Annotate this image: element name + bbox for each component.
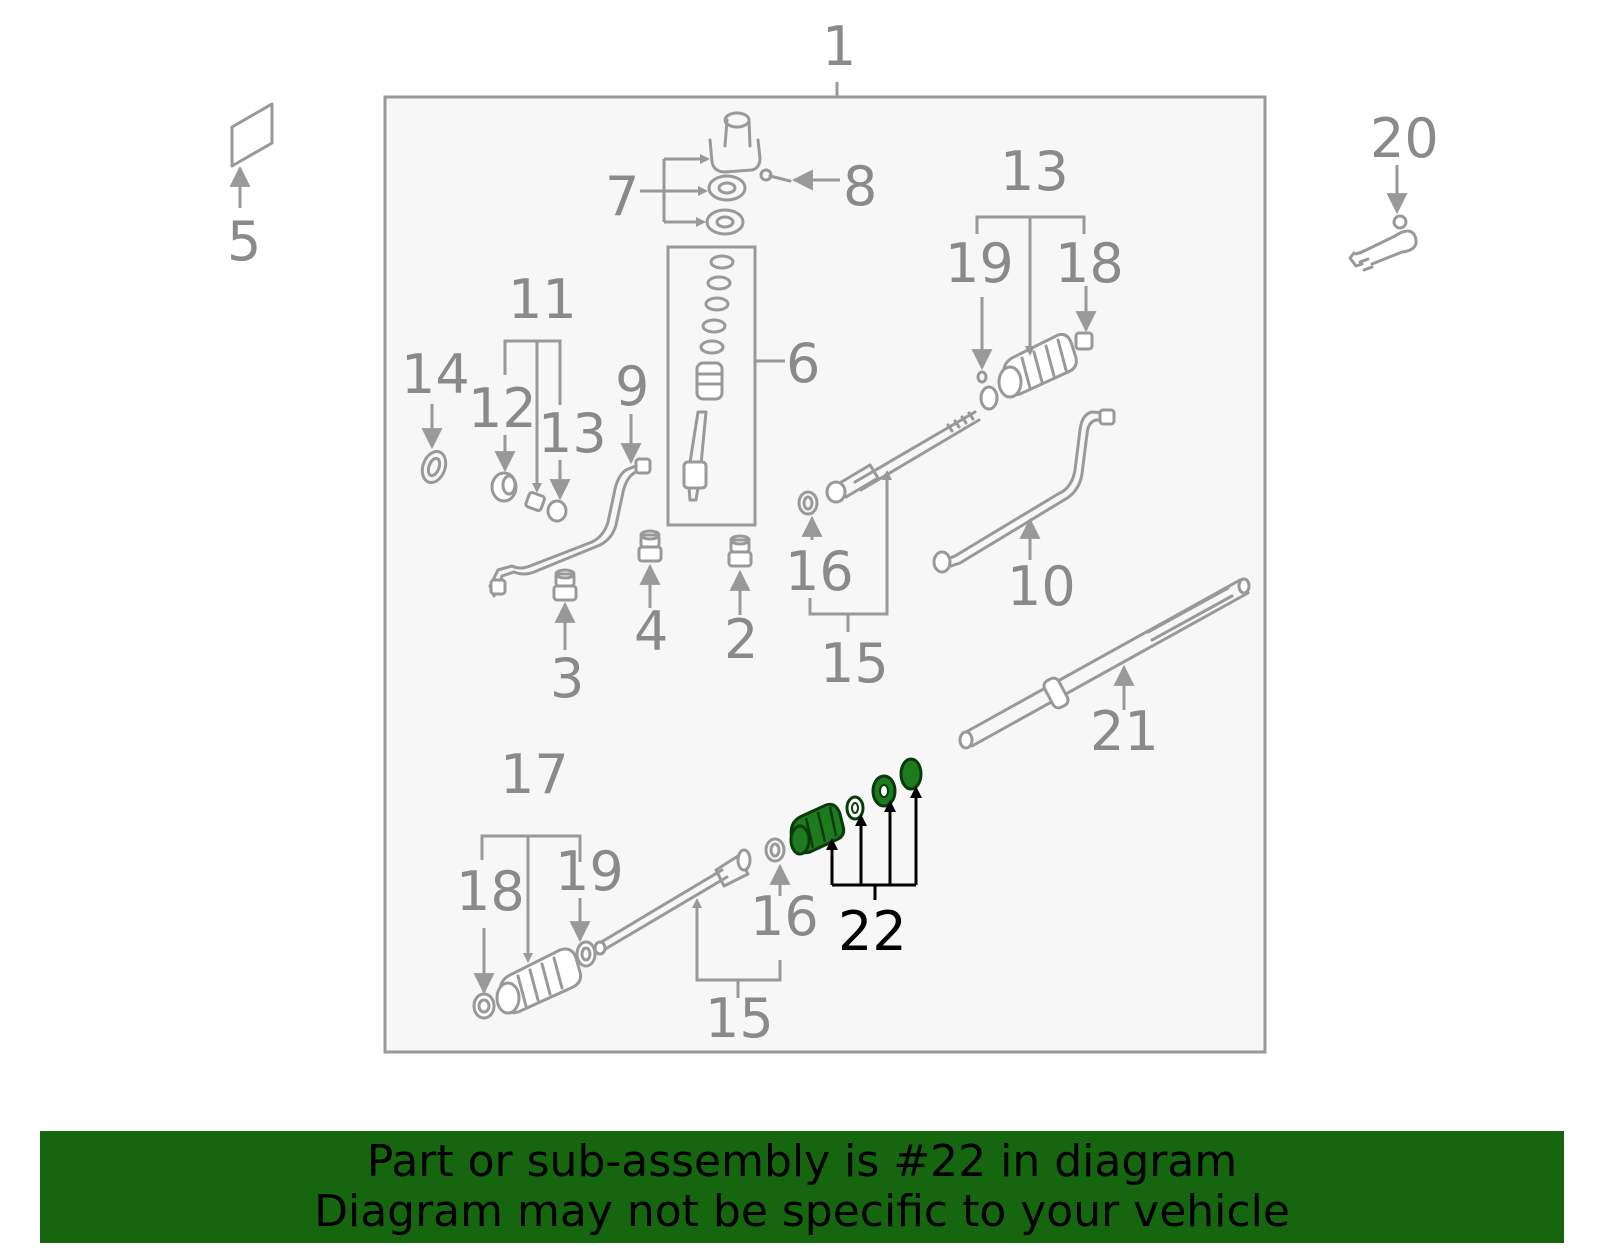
part-7-valve-housing[interactable]: [640, 111, 762, 236]
part-6-pinion-kit[interactable]: [666, 245, 785, 527]
callout-4: 4: [634, 600, 668, 663]
part-18-clip-lower[interactable]: [472, 928, 496, 1020]
part-16-washer-upper[interactable]: [797, 490, 823, 540]
part-16-washer-lower[interactable]: [764, 837, 791, 896]
part-5-plate[interactable]: [229, 102, 274, 208]
callout-13-lower: 13: [538, 402, 607, 465]
callout-9: 9: [615, 355, 649, 418]
callout-21: 21: [1090, 700, 1159, 763]
part-13-seal-small[interactable]: [524, 460, 571, 523]
callout-18-lower: 18: [456, 860, 525, 923]
info-banner-background: [40, 1131, 1564, 1243]
callout-16-upper: 16: [785, 540, 854, 603]
callout-13-upper: 13: [1000, 140, 1069, 203]
banner-line-part-number: Part or sub-assembly is #22 in diagram: [366, 1136, 1238, 1187]
part-18-clip-upper[interactable]: [1074, 286, 1097, 351]
callout-15-lower: 15: [705, 987, 774, 1050]
callout-16-lower: 16: [750, 885, 819, 948]
assembly-frame: [383, 95, 1267, 1054]
part-17-boot-lower[interactable]: [480, 834, 583, 1015]
part-14-o-ring[interactable]: [418, 404, 450, 486]
callout-12: 12: [468, 377, 537, 440]
callout-22-highlighted: 22: [838, 900, 907, 963]
part-11-fitting-kit[interactable]: [503, 339, 562, 493]
part-2-bushing[interactable]: [727, 534, 753, 615]
callout-10: 10: [1007, 555, 1076, 618]
part-21-rack[interactable]: [958, 577, 1251, 750]
part-12-seal[interactable]: [490, 435, 518, 503]
part-3-bushing[interactable]: [552, 568, 578, 650]
part-10-return-line[interactable]: [932, 408, 1116, 574]
part-13-boot-upper[interactable]: [975, 215, 1086, 399]
part-15-inner-tie-rod-upper[interactable]: [808, 410, 981, 632]
info-banner: Part or sub-assembly is #22 in diagram D…: [40, 1131, 1564, 1243]
part-19-clamp-upper[interactable]: [971, 297, 999, 411]
part-20-tie-rod-end[interactable]: [1348, 165, 1418, 272]
callout-7: 7: [605, 165, 639, 228]
callout-11: 11: [508, 268, 577, 331]
callout-20: 20: [1370, 107, 1439, 170]
part-19-clamp-lower[interactable]: [569, 898, 597, 968]
callout-1: 1: [822, 15, 856, 78]
callout-18-upper: 18: [1055, 232, 1124, 295]
callout-2: 2: [724, 608, 758, 671]
part-8-bolt[interactable]: [759, 168, 840, 191]
callout-3: 3: [550, 647, 584, 710]
part-15-inner-tie-rod-lower[interactable]: [593, 848, 782, 998]
callout-8: 8: [843, 155, 877, 218]
callout-17: 17: [500, 743, 569, 806]
callout-15-upper: 15: [820, 632, 889, 695]
part-22-boot-kit-highlighted[interactable]: [789, 757, 923, 900]
callout-14: 14: [401, 343, 470, 406]
part-9-feed-line[interactable]: [488, 414, 652, 598]
callout-5: 5: [227, 210, 261, 273]
callout-19-upper: 19: [945, 232, 1014, 295]
banner-line-disclaimer: Diagram may not be specific to your vehi…: [314, 1186, 1290, 1237]
part-4-bushing[interactable]: [637, 529, 663, 608]
callout-6: 6: [786, 332, 820, 395]
callout-19-lower: 19: [555, 840, 624, 903]
